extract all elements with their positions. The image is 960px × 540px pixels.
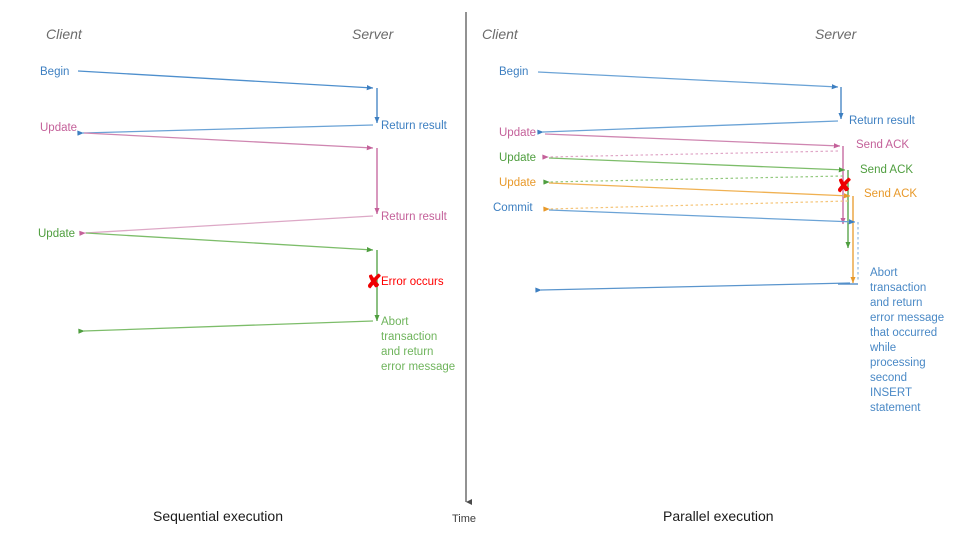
label-seq-update-2: Update — [38, 228, 75, 240]
caption-parallel: Parallel execution — [663, 508, 774, 524]
label-par-send-ack-1: Send ACK — [856, 139, 909, 151]
label-seq-return-result-1: Return result — [381, 120, 448, 132]
label-par-send-ack-3: Send ACK — [864, 188, 917, 200]
label-seq-abort-block: Abort transaction and return error messa… — [381, 316, 455, 373]
caption-sequential: Sequential execution — [153, 508, 283, 524]
svg-text:while: while — [869, 342, 896, 354]
arrow-seq-return-2 — [79, 215, 374, 236]
arrow-seq-update-2-request — [85, 232, 374, 253]
arrow-par-update-3-request — [548, 182, 851, 199]
lane-title-server-sequential: Server — [352, 26, 395, 42]
svg-text:transaction: transaction — [870, 282, 926, 294]
arrow-par-begin-request — [537, 71, 839, 90]
arrow-par-update-1-request — [544, 133, 841, 149]
panel-parallel: Client Server Begin Return result Update… — [482, 26, 944, 524]
arrow-seq-update-1-request — [83, 132, 374, 151]
svg-text:statement: statement — [870, 402, 921, 414]
svg-text:error message: error message — [870, 312, 944, 324]
arrow-par-ack-3 — [543, 200, 849, 212]
arrow-par-commit-request — [548, 209, 856, 225]
lane-title-server-parallel: Server — [815, 26, 858, 42]
arrow-par-update-2-request — [548, 157, 846, 173]
arrow-par-ack-2 — [543, 175, 844, 185]
svg-text:INSERT: INSERT — [870, 387, 912, 399]
label-par-return-result: Return result — [849, 115, 916, 127]
label-seq-error-occurs: Error occurs — [381, 276, 444, 288]
label-par-update-1: Update — [499, 127, 536, 139]
arrow-seq-abort-return — [78, 320, 374, 334]
lane-title-client-parallel: Client — [482, 26, 519, 42]
svg-text:second: second — [870, 372, 907, 384]
label-par-send-ack-2: Send ACK — [860, 164, 913, 176]
error-x-icon-parallel: ✘ — [836, 176, 852, 197]
svg-text:that occurred: that occurred — [870, 327, 937, 339]
arrow-seq-begin-request — [77, 70, 374, 91]
svg-text:processing: processing — [870, 357, 926, 369]
svg-text:and return: and return — [381, 346, 433, 358]
label-par-abort-block: Abort transaction and return error messa… — [869, 267, 944, 414]
svg-text:and return: and return — [870, 297, 922, 309]
label-seq-return-result-2: Return result — [381, 211, 448, 223]
error-x-icon-sequential: ✘ — [366, 272, 382, 293]
svg-text:Abort: Abort — [870, 267, 898, 279]
label-seq-update-1: Update — [40, 122, 77, 134]
svg-text:Abort: Abort — [381, 316, 409, 328]
arrow-par-return-result — [537, 120, 839, 135]
arrow-par-ack-1 — [542, 150, 839, 160]
arrow-par-abort-return — [535, 282, 851, 293]
svg-text:error message: error message — [381, 361, 455, 373]
arrow-seq-return-1 — [77, 124, 374, 136]
label-par-begin: Begin — [499, 66, 528, 78]
label-par-update-3: Update — [499, 177, 536, 189]
label-par-commit: Commit — [493, 202, 533, 214]
label-par-update-2: Update — [499, 152, 536, 164]
svg-text:transaction: transaction — [381, 331, 437, 343]
panel-sequential: Client Server Begin Return result Update… — [38, 26, 455, 524]
time-axis-label: Time — [452, 513, 476, 525]
lane-title-client-sequential: Client — [46, 26, 83, 42]
time-axis: Time — [452, 12, 476, 525]
label-seq-begin: Begin — [40, 66, 69, 78]
